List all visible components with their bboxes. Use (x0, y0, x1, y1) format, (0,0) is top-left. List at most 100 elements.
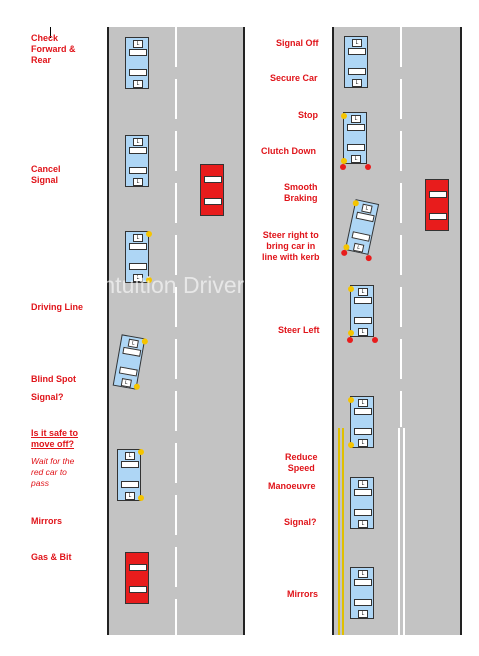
rear-window (129, 69, 147, 76)
front-window (129, 147, 147, 154)
indicator-light (146, 277, 152, 283)
blue-car: L L (340, 112, 371, 170)
label-smooth-braking: Smooth Braking (284, 182, 318, 203)
front-window (129, 243, 147, 250)
label-signal-off: Signal Off (276, 38, 319, 48)
rear-plate: L (125, 492, 135, 500)
rear-plate: L (352, 242, 365, 253)
label-signal-q-left: Signal? (31, 392, 64, 402)
label-driving-line: Driving Line (31, 302, 84, 312)
blue-car: L L (117, 449, 144, 501)
front-plate: L (125, 452, 135, 460)
indicator-light (348, 442, 354, 448)
left-road-kerb-right (243, 27, 245, 635)
indicator-light (138, 495, 144, 501)
rear-window (129, 586, 147, 593)
watermark: Intuition Driver Training (96, 272, 333, 298)
label-steer-right: Steer right to bring car in line with ke… (262, 230, 320, 262)
rear-window (354, 599, 372, 606)
right-road-lane-markings (400, 27, 402, 427)
label-mirrors-left: Mirrors (31, 516, 63, 526)
front-plate: L (352, 39, 362, 47)
indicator-light (138, 449, 144, 455)
label-clutch-down: Clutch Down (261, 146, 316, 156)
label-signal-q-right: Signal? (284, 517, 317, 527)
front-plate: L (358, 288, 368, 296)
blue-car: L L (344, 36, 368, 88)
rear-plate: L (358, 610, 368, 618)
rear-plate: L (358, 328, 368, 336)
indicator-light (146, 231, 152, 237)
label-wait-note: Wait for the red car to pass (31, 456, 75, 488)
blue-car: L L (350, 567, 374, 619)
blue-car: L L (348, 396, 374, 448)
red-car (125, 552, 149, 604)
front-plate: L (133, 234, 143, 242)
left-road-kerb-left (107, 27, 109, 635)
rear-window (118, 366, 138, 377)
front-plate: L (133, 40, 143, 48)
front-plate: L (127, 338, 139, 349)
label-secure-car: Secure Car (270, 73, 318, 83)
front-plate: L (133, 138, 143, 146)
indicator-light (352, 199, 360, 207)
rear-plate: L (351, 155, 361, 163)
indicator-light (348, 330, 354, 336)
rear-plate: L (133, 274, 143, 282)
rear-plate: L (358, 439, 368, 447)
front-window (204, 176, 222, 183)
front-window (122, 346, 142, 357)
brake-light (347, 337, 353, 343)
label-stop: Stop (298, 110, 318, 120)
rear-window (351, 231, 371, 242)
yellow-line-a (338, 428, 340, 635)
rear-plate: L (133, 178, 143, 186)
rear-window (129, 167, 147, 174)
rear-window (354, 509, 372, 516)
front-window (354, 297, 372, 304)
label-mirrors-right: Mirrors (287, 589, 319, 599)
label-reduce-speed: Reduce Speed (285, 452, 318, 473)
front-window (355, 211, 375, 223)
front-window (347, 124, 365, 131)
front-window (354, 489, 372, 496)
rear-window (429, 213, 447, 220)
text-caret (50, 27, 51, 38)
blue-car: L L (350, 477, 374, 529)
brake-light (372, 337, 378, 343)
rear-window (354, 317, 372, 324)
rear-window (354, 428, 372, 435)
front-window (354, 579, 372, 586)
front-window (129, 49, 147, 56)
label-steer-left: Steer Left (278, 325, 320, 335)
left-road-lane-markings (175, 27, 177, 635)
right-road-kerb-right (460, 27, 462, 635)
rear-window (348, 68, 366, 75)
label-gas-bit: Gas & Bit (31, 552, 72, 562)
rear-window (204, 198, 222, 205)
right-road-solid-line-b (403, 428, 405, 635)
label-manoeuvre: Manoeuvre (268, 481, 316, 491)
blue-car: L L (125, 231, 152, 283)
red-car (200, 164, 224, 216)
label-blind-spot: Blind Spot (31, 374, 76, 384)
rear-window (121, 481, 139, 488)
blue-car: L L (347, 285, 378, 343)
front-window (129, 564, 147, 571)
front-plate: L (358, 399, 368, 407)
indicator-light (341, 113, 347, 119)
red-car (425, 179, 449, 231)
yellow-line-b (342, 428, 344, 635)
label-cancel-signal: Cancel Signal (31, 164, 61, 185)
front-plate: L (358, 570, 368, 578)
front-plate: L (351, 115, 361, 123)
rear-window (129, 263, 147, 270)
front-plate: L (358, 480, 368, 488)
rear-plate: L (352, 79, 362, 87)
front-window (429, 191, 447, 198)
blue-car: L L (125, 135, 149, 187)
front-window (354, 408, 372, 415)
indicator-light (348, 286, 354, 292)
front-window (348, 48, 366, 55)
blue-car: L L (125, 37, 149, 89)
